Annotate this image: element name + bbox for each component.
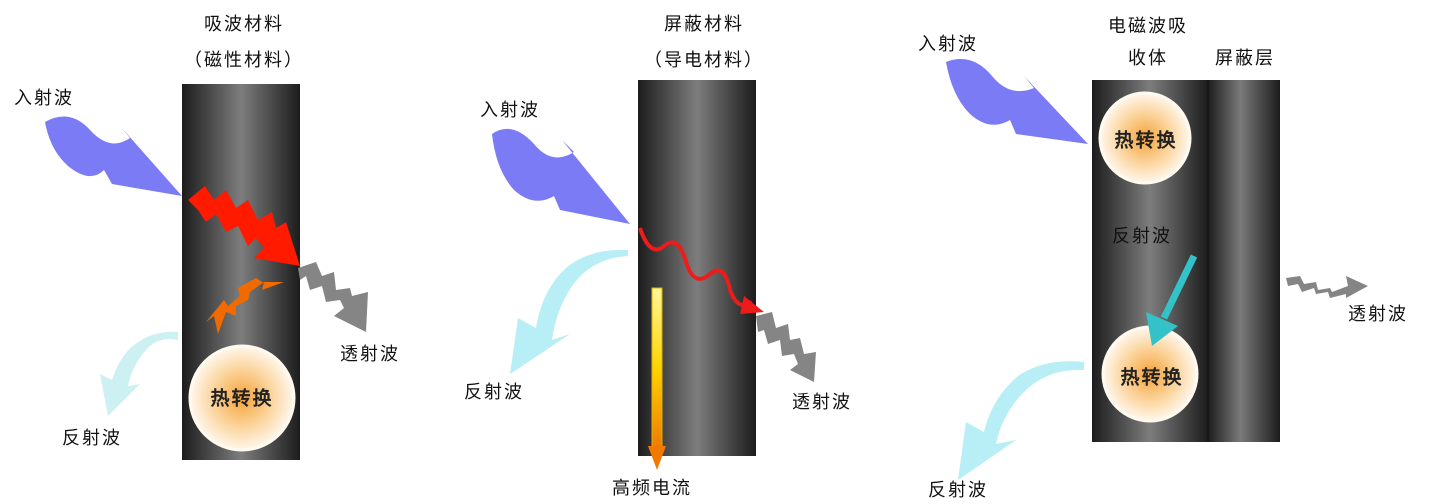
heat-conversion-circle-top: [1098, 91, 1192, 185]
panel3-title-line2: 收体: [1128, 48, 1168, 69]
internal-reflection-head: [1146, 312, 1178, 346]
panel1-incident-label: 入射波: [14, 88, 74, 109]
panel-combined: [946, 59, 1368, 480]
panel2-title-line2: （导电材料）: [644, 50, 764, 71]
panel2-reflected-label: 反射波: [464, 382, 524, 403]
absorbed-wave-head-2: [740, 296, 764, 314]
reflected-wave-arrow-3: [958, 361, 1084, 480]
panel2-current-label: 高频电流: [612, 478, 692, 499]
panel3-heat-bottom-label: 热转换: [1120, 366, 1184, 389]
high-freq-current-bar: [651, 287, 663, 449]
panel1-reflected-label: 反射波: [62, 428, 122, 449]
panel1-heat-label: 热转换: [210, 387, 274, 410]
panel3-incident-label: 入射波: [918, 34, 978, 55]
incident-wave-arrow-2: [492, 128, 630, 224]
panel3-heat-top-label: 热转换: [1114, 129, 1178, 152]
orange-reflect-arrow: [206, 278, 284, 334]
reflected-wave-arrow-2: [510, 249, 628, 374]
panel3-reflected-inner-label: 反射波: [1112, 226, 1172, 247]
panel3-transmitted-label: 透射波: [1348, 304, 1408, 325]
panel3-reflected-label: 反射波: [928, 480, 988, 501]
panel-shield: [492, 80, 816, 470]
transmitted-wave-arrow: [298, 262, 368, 332]
transmitted-wave-arrow-2: [756, 312, 816, 382]
panel1-title-line1: 吸波材料: [204, 14, 284, 35]
panel2-title-line1: 屏蔽材料: [664, 14, 744, 35]
shield-layer-slab-3: [1208, 80, 1280, 442]
panel1-title-line2: （磁性材料）: [184, 50, 304, 71]
incident-wave-arrow: [45, 116, 182, 196]
transmitted-wave-arrow-3: [1286, 276, 1368, 298]
heat-conversion-circle: [188, 344, 296, 452]
internal-reflection-shaft: [1160, 254, 1198, 320]
reflected-wave-arrow: [100, 331, 178, 416]
incident-wave-arrow-3: [946, 59, 1088, 144]
panel2-incident-label: 入射波: [480, 100, 540, 121]
panel3-title-line1: 电磁波吸: [1108, 16, 1188, 37]
panel2-transmitted-label: 透射波: [792, 392, 852, 413]
absorbed-wave-line-2: [638, 227, 754, 307]
panel-absorber: [45, 84, 368, 460]
high-freq-current-head: [648, 446, 666, 470]
absorbed-wave-arrow: [188, 186, 300, 266]
panel3-shield-label: 屏蔽层: [1215, 48, 1275, 69]
panel1-transmitted-label: 透射波: [340, 344, 400, 365]
